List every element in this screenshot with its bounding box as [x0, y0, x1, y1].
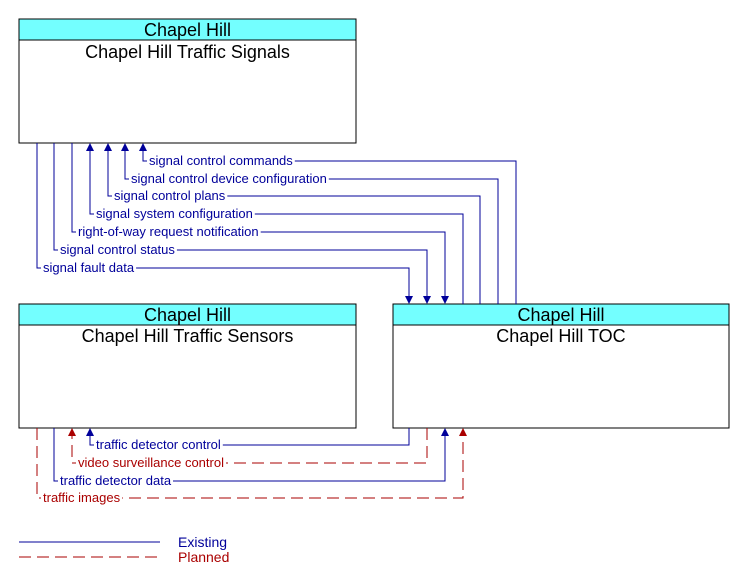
box-traffic-signals-name: Chapel Hill Traffic Signals: [85, 42, 290, 62]
flow-label: traffic images: [43, 490, 121, 505]
arrowhead: [405, 296, 413, 304]
flow-traffic-images[interactable]: traffic images: [36, 428, 467, 505]
arrowhead: [441, 428, 449, 436]
flow-signal-control-commands[interactable]: signal control commands: [139, 143, 517, 304]
box-traffic-sensors-name: Chapel Hill Traffic Sensors: [82, 326, 294, 346]
arrowhead: [86, 428, 94, 436]
flow-label: traffic detector control: [96, 437, 221, 452]
flow-label: signal system configuration: [96, 206, 253, 221]
flow-signal-control-status[interactable]: signal control status: [53, 143, 431, 304]
flow-label: signal control status: [60, 242, 175, 257]
flow-label: signal control plans: [114, 188, 226, 203]
flow-label: signal control commands: [149, 153, 293, 168]
flow-label: signal control device configuration: [131, 171, 327, 186]
flow-label: video surveillance control: [78, 455, 224, 470]
flow-traffic-detector-control[interactable]: traffic detector control: [86, 428, 410, 452]
flow-signal-control-plans[interactable]: signal control plans: [104, 143, 481, 304]
arrowhead: [68, 428, 76, 436]
flow-signal-control-device-configuration[interactable]: signal control device configuration: [121, 143, 499, 304]
box-traffic-sensors-owner: Chapel Hill: [144, 305, 231, 325]
flow-signal-system-configuration[interactable]: signal system configuration: [86, 143, 464, 304]
flow-video-surveillance-control[interactable]: video surveillance control: [68, 428, 428, 470]
arrowhead: [423, 296, 431, 304]
box-traffic-signals[interactable]: Chapel Hill Chapel Hill Traffic Signals: [18, 18, 357, 144]
flow-traffic-detector-data[interactable]: traffic detector data: [53, 428, 449, 488]
arrowhead: [104, 143, 112, 151]
legend-existing-label: Existing: [178, 534, 227, 550]
flow-label: right-of-way request notification: [78, 224, 259, 239]
box-traffic-signals-owner: Chapel Hill: [144, 20, 231, 40]
box-toc-name: Chapel Hill TOC: [496, 326, 625, 346]
box-toc-owner: Chapel Hill: [517, 305, 604, 325]
arrowhead: [441, 296, 449, 304]
arrowhead: [86, 143, 94, 151]
flow-label: signal fault data: [43, 260, 135, 275]
legend: Existing Planned: [19, 534, 229, 565]
arrowhead: [139, 143, 147, 151]
arrowhead: [121, 143, 129, 151]
box-traffic-sensors[interactable]: Chapel Hill Chapel Hill Traffic Sensors: [18, 303, 357, 429]
flow-signal-fault-data[interactable]: signal fault data: [36, 143, 413, 304]
flow-right-of-way-request-notification[interactable]: right-of-way request notification: [71, 143, 449, 304]
arrowhead: [459, 428, 467, 436]
legend-planned-label: Planned: [178, 549, 229, 565]
box-toc[interactable]: Chapel Hill Chapel Hill TOC: [392, 303, 730, 429]
flow-label: traffic detector data: [60, 473, 172, 488]
